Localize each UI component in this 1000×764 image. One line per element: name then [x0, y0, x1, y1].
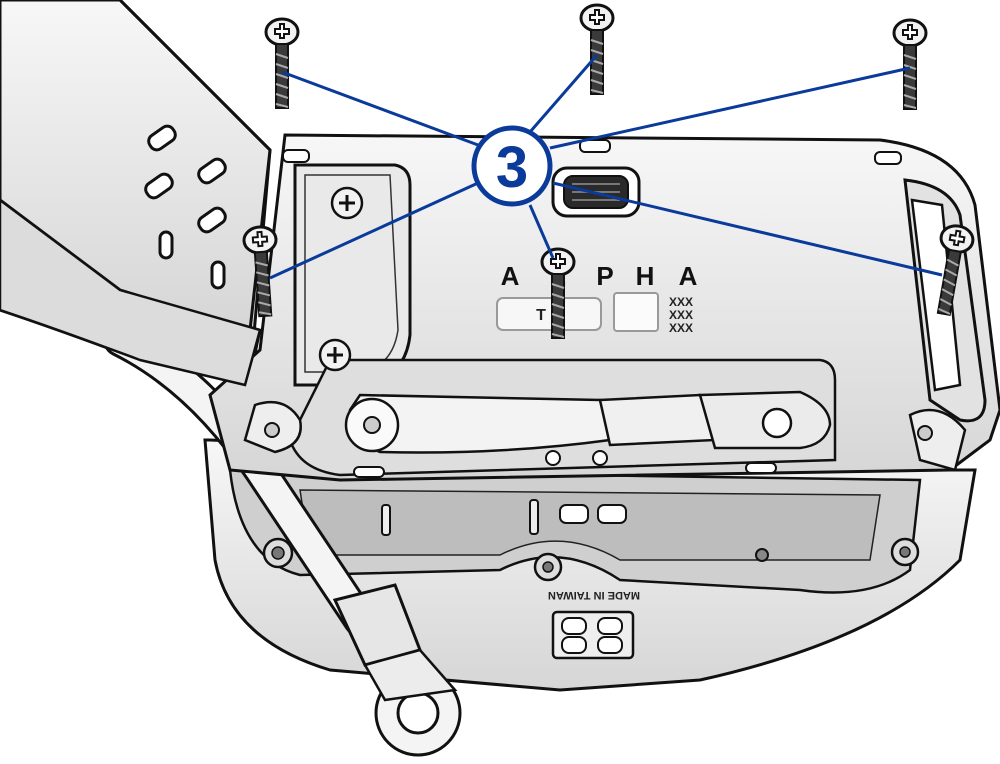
brand-letter-3: P — [596, 261, 613, 291]
leader-line-top-right — [549, 66, 911, 150]
screw-top-center-icon — [579, 3, 615, 96]
code-mark-3: XXX — [669, 321, 693, 335]
callout-number: 3 — [496, 135, 528, 200]
phillips-screw-lower-icon — [318, 338, 352, 372]
made-in-label: MADE IN TAIWAN — [548, 589, 640, 601]
brand-letter-1: A — [501, 261, 520, 291]
code-mark-2: XXX — [669, 308, 693, 322]
top-plate: A L P H A T C XXX XXX XXX — [208, 133, 1000, 482]
leader-line-center — [528, 204, 555, 259]
screw-top-left-icon — [264, 17, 300, 110]
screw-top-right-icon — [892, 18, 928, 111]
leader-line-top-left — [281, 70, 479, 147]
phillips-screw-upper-icon — [330, 186, 364, 220]
strap-overlay — [0, 0, 272, 387]
callout-badge: 3 — [471, 125, 553, 207]
code-mark-1: XXX — [669, 295, 693, 309]
brand-letter-4: H — [636, 261, 655, 291]
brand-letter-5: A — [679, 261, 698, 291]
callout-leader-lines — [269, 54, 943, 280]
contact-pad — [551, 610, 635, 660]
leader-line-top-center — [528, 54, 599, 133]
leader-line-right — [552, 181, 943, 277]
leader-line-left-plate — [269, 181, 479, 280]
